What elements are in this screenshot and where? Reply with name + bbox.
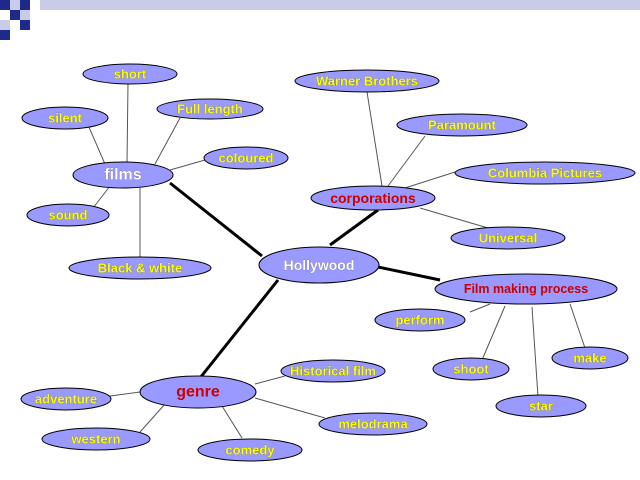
edge-films-full-length [154, 117, 181, 165]
edge-fmp-star [531, 306, 539, 398]
node-silent-label: silent [48, 111, 83, 126]
node-make-label: make [573, 351, 606, 366]
node-western[interactable]: western [41, 427, 151, 451]
node-warner[interactable]: Warner Brothers [294, 69, 440, 93]
node-hollywood[interactable]: Hollywood [258, 246, 380, 284]
node-black-white-label: Black & white [98, 261, 183, 276]
node-columbia-label: Columbia Pictures [488, 166, 602, 181]
node-corporations-label: corporations [330, 190, 416, 206]
edge-corp-warner [366, 91, 383, 187]
edge-corp-universal [419, 207, 489, 229]
edge-genre-adventure [109, 391, 141, 397]
node-historical[interactable]: Historical film [280, 359, 386, 383]
edge-hollywood-film-making [377, 265, 441, 282]
node-star-label: star [529, 399, 553, 414]
node-coloured-label: coloured [219, 151, 274, 166]
edge-corp-columbia [404, 171, 456, 189]
edge-fmp-perform [469, 303, 491, 313]
edge-hollywood-corporations [329, 208, 379, 247]
edge-genre-historical [254, 375, 286, 385]
node-sound-label: sound [49, 208, 88, 223]
node-sound[interactable]: sound [26, 203, 110, 227]
edge-fmp-make [569, 303, 586, 349]
node-adventure[interactable]: adventure [20, 387, 112, 411]
edge-films-short [126, 82, 129, 164]
node-melodrama[interactable]: melodrama [318, 412, 428, 436]
node-comedy[interactable]: comedy [197, 438, 303, 462]
edge-genre-comedy [221, 405, 243, 439]
node-coloured[interactable]: coloured [203, 146, 289, 170]
node-universal[interactable]: Universal [450, 226, 566, 250]
node-full-length[interactable]: Full length [156, 98, 264, 120]
node-corporations[interactable]: corporations [310, 185, 436, 211]
node-short-label: short [114, 67, 147, 82]
node-star[interactable]: star [495, 394, 587, 418]
node-films-label: films [104, 167, 141, 184]
node-columbia[interactable]: Columbia Pictures [454, 161, 636, 185]
node-silent[interactable]: silent [21, 106, 109, 130]
node-hollywood-label: Hollywood [284, 257, 355, 273]
edge-hollywood-films [169, 181, 263, 258]
node-comedy-label: comedy [225, 443, 275, 458]
node-make[interactable]: make [551, 346, 629, 370]
node-perform-label: perform [395, 313, 444, 328]
node-adventure-label: adventure [35, 392, 97, 407]
node-paramount[interactable]: Paramount [396, 113, 528, 137]
node-shoot-label: shoot [453, 362, 489, 377]
node-films[interactable]: films [72, 161, 174, 189]
node-film-making[interactable]: Film making process [434, 273, 618, 305]
edge-fmp-shoot [481, 305, 506, 361]
node-paramount-label: Paramount [428, 118, 497, 133]
node-black-white[interactable]: Black & white [68, 256, 212, 280]
node-melodrama-label: melodrama [338, 417, 408, 432]
edge-films-coloured [169, 159, 206, 171]
node-perform[interactable]: perform [374, 308, 466, 332]
node-genre[interactable]: genre [139, 375, 257, 409]
node-warner-label: Warner Brothers [316, 74, 418, 89]
edge-corp-paramount [387, 135, 426, 187]
node-universal-label: Universal [479, 231, 538, 246]
node-shoot[interactable]: shoot [432, 357, 510, 381]
node-film-making-label: Film making process [464, 282, 588, 296]
node-short[interactable]: short [82, 63, 178, 85]
node-western-label: western [70, 432, 120, 447]
node-full-length-label: Full length [177, 102, 243, 117]
node-historical-label: Historical film [290, 364, 376, 379]
edge-genre-melodrama [254, 397, 326, 419]
thick-connectors [169, 181, 441, 379]
node-genre-label: genre [176, 384, 220, 401]
header-decoration [0, 0, 640, 40]
edge-hollywood-genre [198, 279, 280, 379]
edge-genre-western [139, 403, 166, 433]
